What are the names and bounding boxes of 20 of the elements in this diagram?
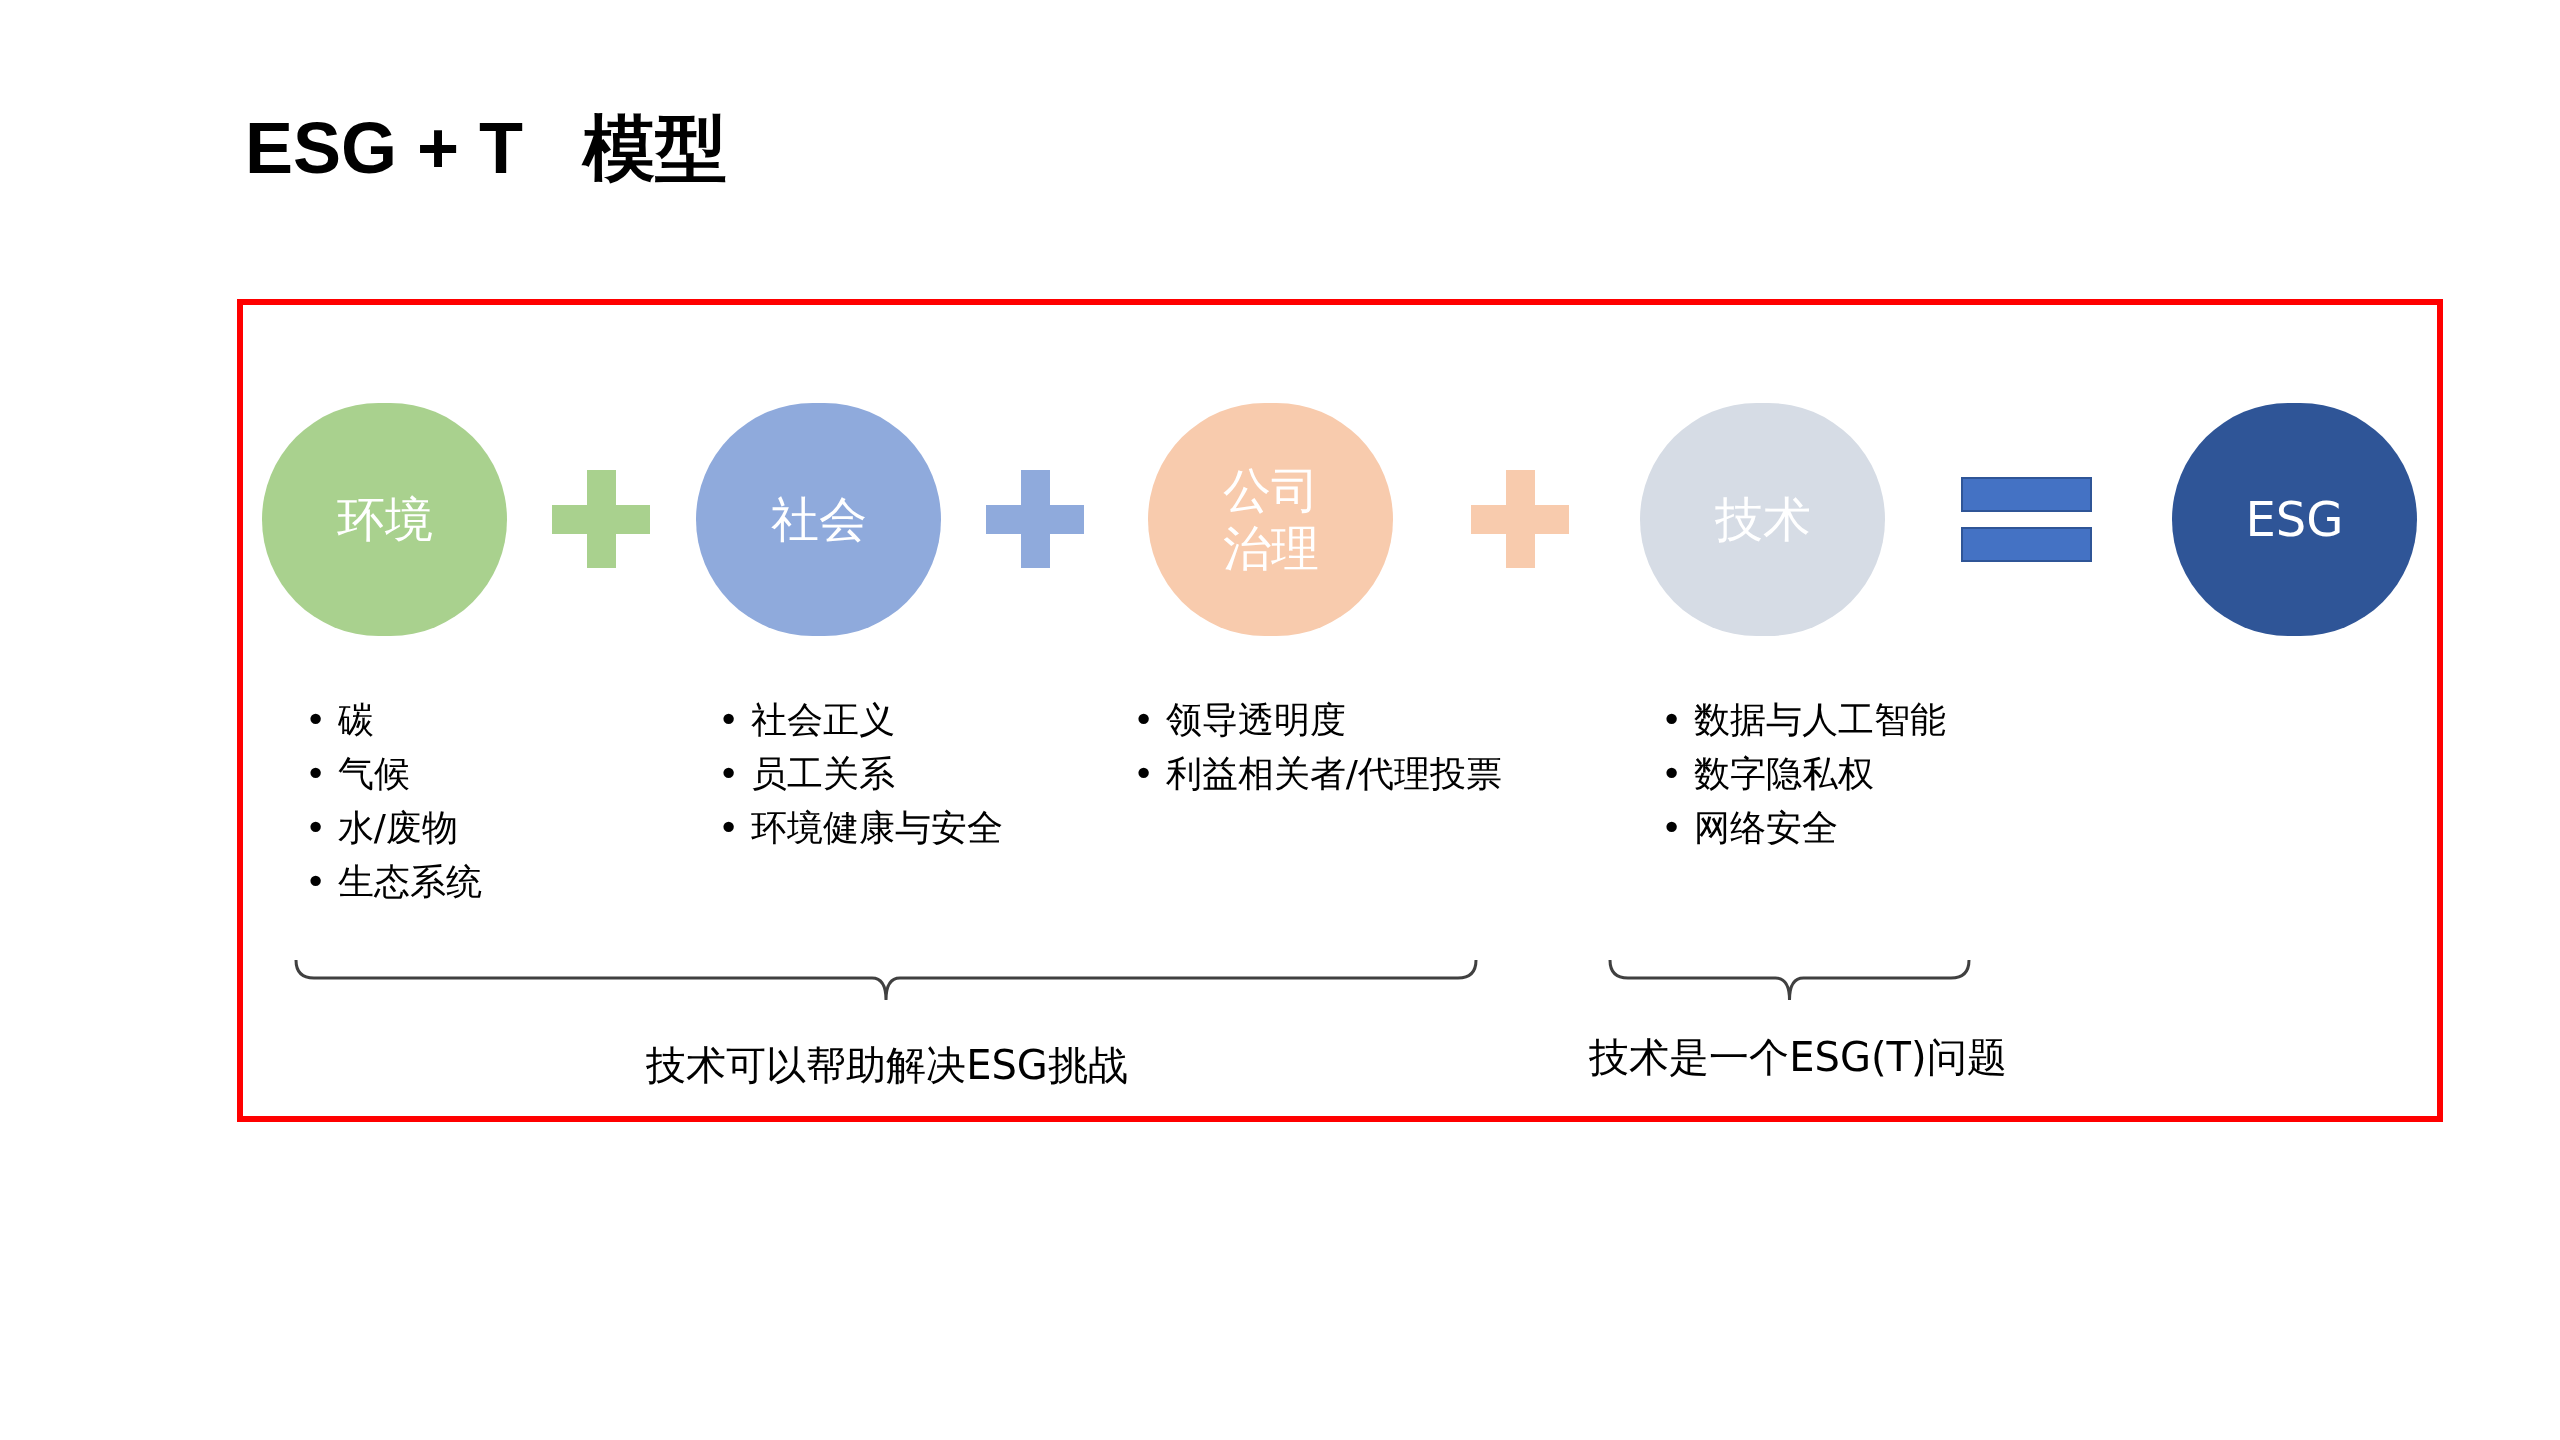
bullet-item: • 员工关系 <box>718 752 896 796</box>
bullet-item: • 数据与人工智能 <box>1661 698 1946 742</box>
bullet-item: • 水/废物 <box>305 806 459 850</box>
circle-label: 公司治理 <box>1221 461 1320 578</box>
bullet-item: • 网络安全 <box>1661 806 1839 850</box>
circle-label: 环境 <box>335 490 434 549</box>
bullet-item: • 数字隐私权 <box>1661 752 1875 796</box>
bullet-item: • 社会正义 <box>718 698 896 742</box>
bullet-item: • 碳 <box>305 698 375 742</box>
bullet-item: • 环境健康与安全 <box>718 806 1003 850</box>
bullet-item: • 生态系统 <box>305 860 482 904</box>
brace-label: 技术是一个ESG(T)问题 <box>1589 1033 2007 1082</box>
circle-label: ESG <box>2244 490 2345 549</box>
bullet-item: • 领导透明度 <box>1133 698 1347 742</box>
brace-label: 技术可以帮助解决ESG挑战 <box>646 1041 1128 1090</box>
frame-box <box>237 299 2443 1122</box>
title: ESG + T 模型 <box>245 112 728 184</box>
bullet-item: • 利益相关者/代理投票 <box>1133 752 1502 796</box>
bullet-item: • 气候 <box>305 752 411 796</box>
circle-label: 社会 <box>769 490 868 549</box>
